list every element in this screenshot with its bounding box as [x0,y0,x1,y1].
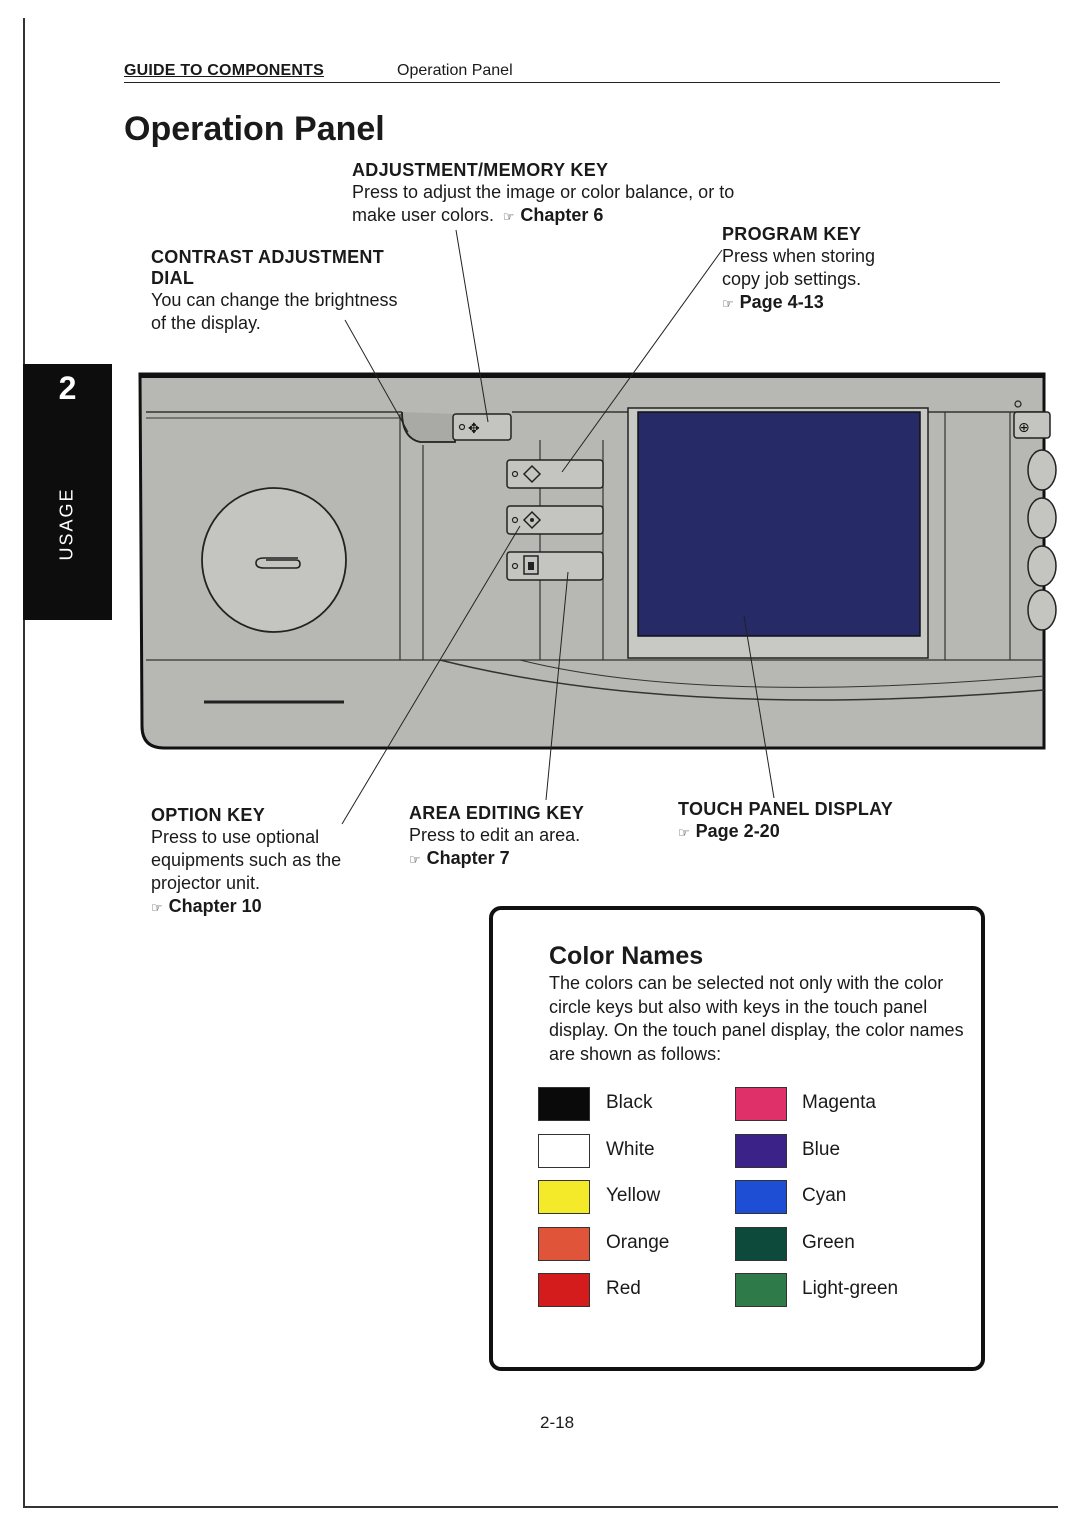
chapter-number: 2 [58,370,77,406]
callout-text-line: ☞ Chapter 10 [151,895,341,919]
color-swatch-blue [735,1133,787,1168]
color-names-title: Color Names [549,942,704,970]
callout-text: make user colors. [352,205,495,225]
pointing-hand-icon: ☞ [722,296,734,311]
color-swatch-cyan [735,1180,787,1214]
pointing-hand-icon: ☞ [499,209,515,224]
color-name-label: Cyan [802,1185,847,1206]
callout-text-line: of the display. [151,313,261,333]
callout-contrast-dial: CONTRAST ADJUSTMENT DIAL You can change … [151,247,398,335]
header-rule [124,82,1000,83]
color-swatch-white [538,1133,590,1168]
callout-text-line: ☞ Page 2-20 [678,820,893,844]
color-name-label: Orange [606,1231,670,1253]
page-reference: Page 4-13 [739,292,824,312]
callout-heading: OPTION KEY [151,805,266,825]
color-name-label: Yellow [606,1185,661,1206]
svg-text:✥: ✥ [468,421,480,437]
callout-text-line: You can change the brightness [151,290,398,310]
callout-text-line: Press when storing [722,246,876,266]
header-subsection-title: Operation Panel [397,62,513,79]
color-swatch-red [538,1273,590,1307]
callout-text-line: Press to adjust the image or color balan… [352,182,735,202]
color-swatch-yellow [538,1180,590,1214]
page-border-bottom [23,1506,1058,1508]
contrast-dial-knob [401,411,456,443]
color-swatch-black [538,1087,590,1121]
color-swatch-orange [538,1226,590,1261]
page-title: Operation Panel [124,110,385,148]
callout-heading: PROGRAM KEY [722,224,862,244]
callout-text-line: Press to edit an area. [409,825,581,845]
color-name-label: Green [802,1231,855,1253]
color-name-label: Black [606,1092,653,1113]
header-section-title: GUIDE TO COMPONENTS [124,62,324,79]
color-names-description: The colors can be selected not only with… [549,973,964,1064]
chapter-reference: Chapter 6 [520,205,604,225]
callout-heading: DIAL [151,268,195,288]
color-name-label: Red [606,1278,641,1299]
program-key [506,459,604,489]
color-swatch-light-green [735,1273,787,1307]
adjustment-memory-key: ✥ [452,413,512,441]
callout-area-editing-key: AREA EDITING KEY Press to edit an area. … [409,803,584,871]
callout-text-line: ☞ Page 4-13 [722,291,875,315]
area-editing-key [506,551,604,581]
color-name-label: White [606,1138,655,1160]
color-name-label: Light-green [802,1278,899,1299]
callout-option-key: OPTION KEY Press to use optional equipme… [151,805,341,919]
page-number: 2-18 [540,1413,575,1432]
callout-text-line: copy job settings. [722,269,862,289]
pointing-hand-icon: ☞ [151,900,163,915]
callout-heading: TOUCH PANEL DISPLAY [678,799,894,819]
page-border-left [23,18,25,1508]
chapter-reference: Chapter 10 [168,896,262,916]
pointing-hand-icon: ☞ [678,825,690,840]
callout-text-line: make user colors. ☞ Chapter 6 [352,204,734,228]
callout-touch-panel-display: TOUCH PANEL DISPLAY ☞ Page 2-20 [678,799,893,844]
callout-program-key: PROGRAM KEY Press when storing copy job … [722,224,875,315]
pointing-hand-icon: ☞ [409,852,421,867]
page-reference: Page 2-20 [695,821,780,841]
callout-heading: AREA EDITING KEY [409,803,585,823]
callout-heading: CONTRAST ADJUSTMENT [151,247,385,267]
svg-text:⊕: ⊕ [1018,420,1030,436]
callout-text-line: equipments such as the [151,850,342,870]
callout-text-line: projector unit. [151,873,261,893]
color-swatch-green [735,1226,787,1261]
callout-adjustment-memory-key: ADJUSTMENT/MEMORY KEY Press to adjust th… [352,160,734,228]
chapter-reference: Chapter 7 [426,848,510,868]
chapter-side-tab: 2 USAGE [23,364,112,620]
option-key [506,505,604,535]
paper-clip-icon [255,557,301,569]
callout-text-line: Press to use optional [151,827,320,847]
color-name-label: Magenta [802,1092,876,1113]
color-swatch-magenta [735,1087,787,1121]
color-name-label: Blue [802,1138,841,1160]
touch-panel-screen [637,411,921,637]
callout-text-line: ☞ Chapter 7 [409,847,584,871]
callout-heading: ADJUSTMENT/MEMORY KEY [352,160,609,180]
